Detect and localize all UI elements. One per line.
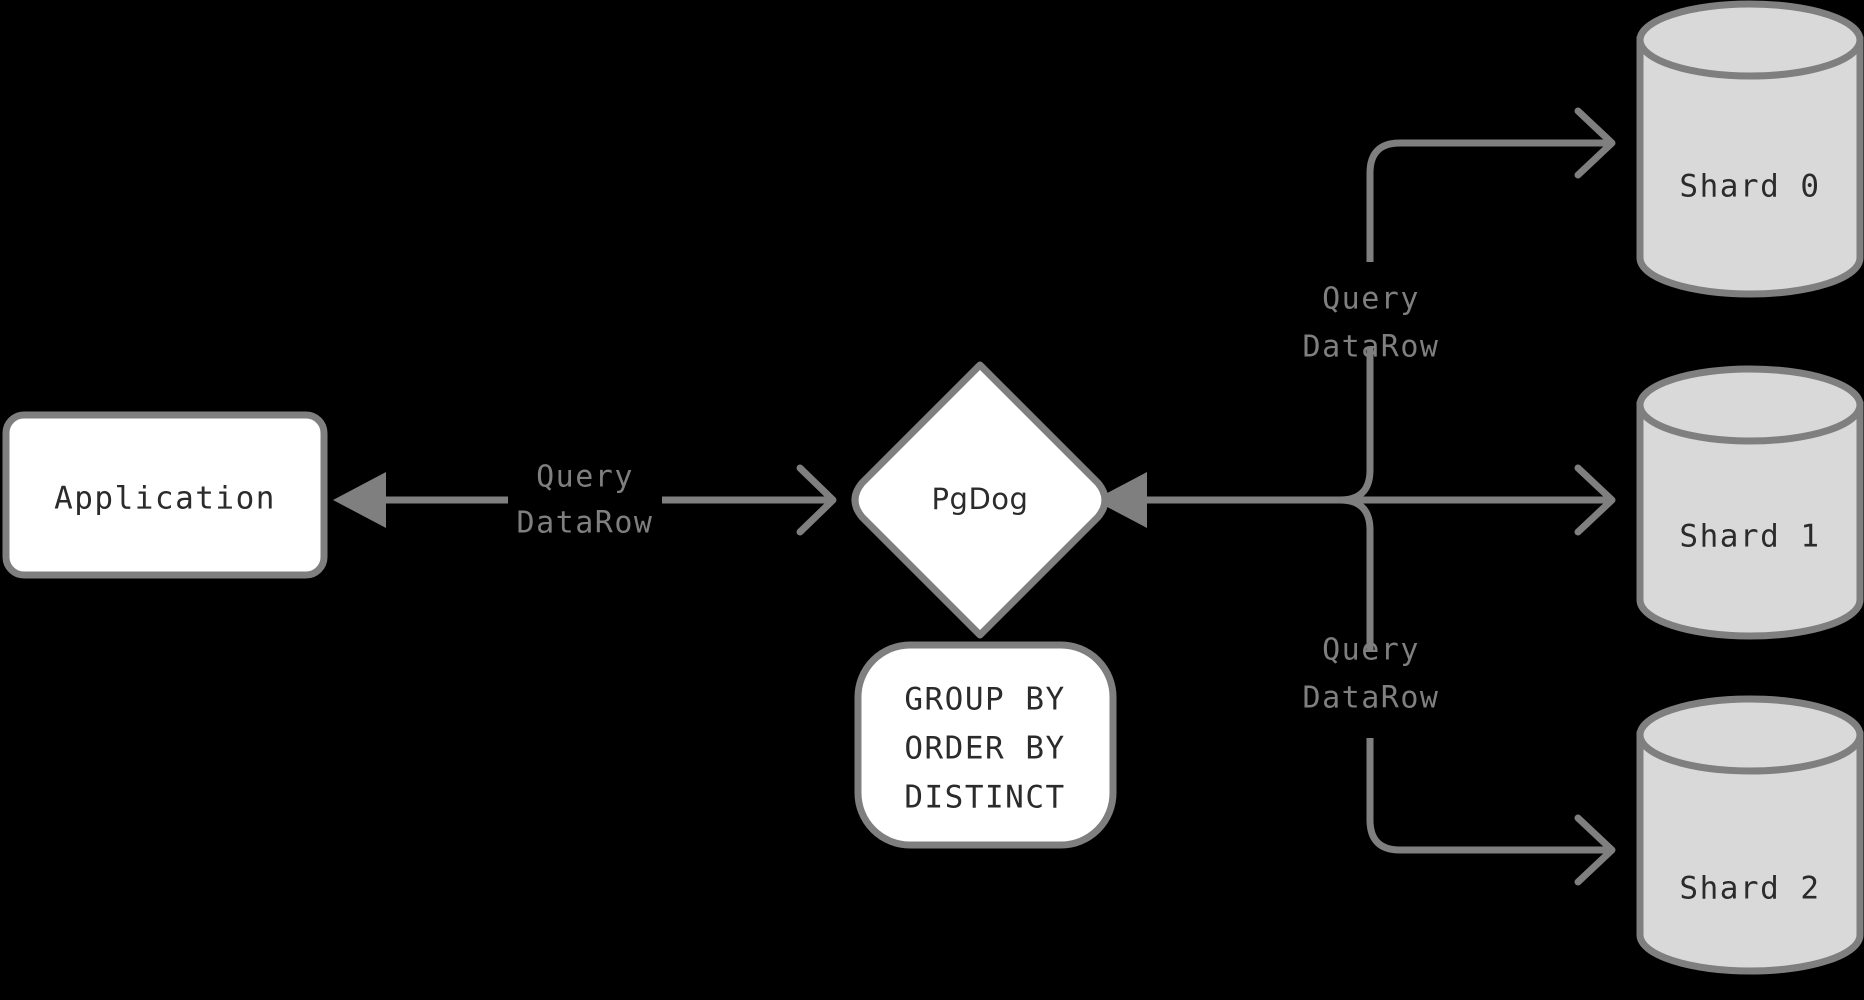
edge-label-shard-bottom-backdrop [1290, 652, 1452, 738]
shard-1-top [1636, 365, 1864, 445]
node-application[interactable]: Application [2, 411, 328, 579]
shard-0-top [1636, 0, 1864, 80]
arrowhead-right-to-pgdog [796, 464, 837, 536]
operations-line-2: ORDER BY [904, 731, 1065, 767]
application-box [2, 411, 328, 579]
shard-0-label: Shard 0 [1679, 169, 1820, 205]
shard-2-label: Shard 2 [1679, 871, 1820, 907]
edge-shard-trunk [1094, 107, 1616, 886]
shard-1-body [1636, 401, 1864, 640]
edge-label-shard-top-line-1: Query [1322, 282, 1420, 317]
node-pgdog[interactable]: PgDog [851, 361, 1109, 639]
edge-label-client-line-2: DataRow [517, 506, 654, 541]
edge-label-shard-bottom-line-2: DataRow [1303, 681, 1440, 716]
edge-line-trunk-upper [1336, 338, 1374, 504]
edge-label-shard-bottom: Query DataRow [1303, 633, 1440, 716]
node-shard-1[interactable]: Shard 1 [1636, 365, 1864, 640]
edge-line-to-shard-0 [1366, 139, 1612, 266]
edge-label-client-backdrop [508, 452, 662, 548]
operations-box [854, 641, 1117, 849]
node-shard-0[interactable]: Shard 0 [1636, 0, 1864, 298]
edge-label-client-line-1: Query [536, 460, 634, 495]
shard-0-body [1636, 36, 1864, 298]
shard-1-label: Shard 1 [1679, 519, 1820, 555]
operations-line-3: DISTINCT [904, 780, 1065, 816]
node-shard-2[interactable]: Shard 2 [1636, 695, 1864, 975]
arrowhead-left-to-application [333, 472, 386, 528]
pgdog-diamond-shape [851, 361, 1109, 639]
edge-line-to-shard-2 [1366, 734, 1612, 854]
arrowhead-left-to-pgdog [1094, 472, 1147, 528]
edge-label-shard-top-backdrop [1290, 262, 1452, 348]
shard-2-body [1636, 731, 1864, 975]
arrowhead-right-to-shard-2 [1574, 814, 1616, 886]
application-label: Application [54, 481, 276, 517]
operations-line-1: GROUP BY [904, 682, 1065, 718]
edge-label-shard-bottom-line-1: Query [1322, 633, 1420, 668]
arrowhead-right-to-shard-1 [1574, 464, 1616, 536]
edge-label-shard-top: Query DataRow [1303, 282, 1440, 365]
pgdog-label: PgDog [932, 482, 1029, 516]
edge-pgdog-to-application [333, 472, 512, 528]
node-operations[interactable]: GROUP BY ORDER BY DISTINCT [854, 641, 1117, 849]
edge-label-client: Query DataRow [517, 460, 654, 541]
arrowhead-right-to-shard-0 [1574, 107, 1616, 179]
edge-application-to-pgdog [658, 464, 837, 536]
edge-label-shard-top-line-2: DataRow [1303, 330, 1440, 365]
shard-2-top [1636, 695, 1864, 775]
